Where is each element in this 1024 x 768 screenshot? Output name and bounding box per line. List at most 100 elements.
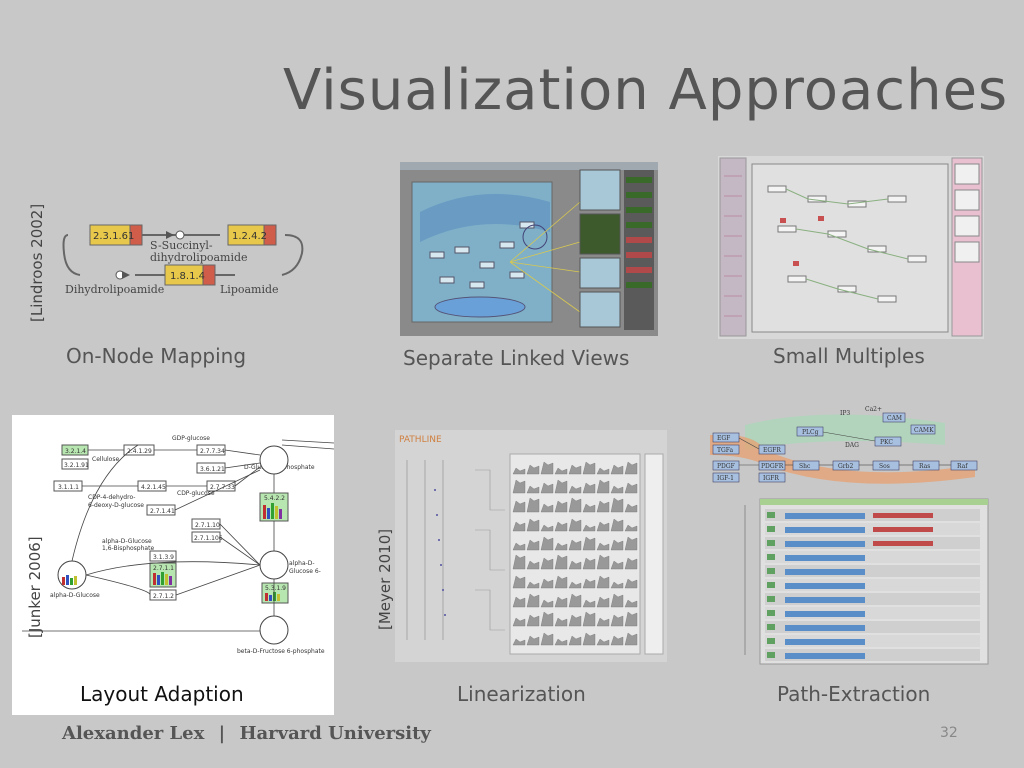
curve-cell [554,542,568,551]
small-multiples-figure [718,156,984,339]
curve-cell [540,503,554,513]
row-signal [785,597,865,603]
curve-cell [624,524,638,532]
node-label: Sos [879,463,890,470]
row-signal [785,527,865,533]
curve-cell [526,518,540,532]
curve-cell [624,578,638,589]
expression-bars-1 [263,503,282,519]
cycle-junction-top [175,230,185,240]
curve-cell [526,485,540,494]
footer-credit: Alexander Lex | Harvard University [62,723,431,744]
curve-cell [554,521,568,532]
curve-cell [526,581,540,589]
expression-bars-2 [153,572,172,585]
row-marker [767,610,775,616]
curve-cell [540,632,554,646]
curve-cell [624,503,638,513]
caption-on-node-mapping: On-Node Mapping [66,344,247,368]
curve-cell [568,485,582,494]
curve-cell [568,581,582,589]
curve-cell [526,614,540,627]
row-signal [785,541,865,547]
cycle-edge-right [281,234,304,276]
node-label: Ras [919,463,930,470]
enzyme-label: 2.7.1.2 [153,593,174,600]
link-lines [509,201,581,313]
metabolite-label: alpha-D-Glucose [50,592,100,599]
metabolite-label: beta-D-Fructose 6-phosphate [237,648,325,655]
curve-cell [512,467,526,475]
metabolite-circle [259,445,289,475]
curve-cell [582,632,596,646]
metabolite-label: S-Succinyl- [150,239,213,252]
node-label: PDGFR [761,463,784,470]
row-signal [785,583,865,589]
curve-cell [554,617,568,627]
enzyme-node-2-3-1-61: 2.3.1.61 [89,224,143,246]
curve-cell [582,461,596,475]
membrane-band [420,194,550,242]
metabolite-label: Dihydrolipoamide [65,283,164,296]
slide-title: Visualization Approaches [283,58,1009,123]
on-node-mapping-figure: 2.3.1.61 1.2.4.2 1.8.1.4 S-Succinyl- dih… [60,213,310,303]
page-number: 32 [940,725,958,741]
metabolite-label: alpha-D-Glucose [102,538,152,545]
linearized-pathway [406,460,444,640]
node-label: Ca2+ [865,406,882,413]
enzyme-box [149,550,177,562]
node-label: IP3 [840,410,850,417]
curve-cell [596,500,610,513]
citation-lindroos: [Lindroos 2002] [28,203,46,322]
layout-adaption-diagram: 3.2.1.4 3.2.1.91 2.4.1.29 2.7.7.34 3.6.1… [22,435,334,655]
path-extraction-figure: EGF TGFa PDGF IGF-1 EGFR PDGFR IGFR PLCg… [705,405,989,667]
node-label: EGF [717,435,730,442]
enzyme-node-1-2-4-2: 1.2.4.2 [227,224,277,246]
right-column [644,453,664,655]
curve-cell [540,557,554,570]
heatmap-cells [626,177,652,288]
author-name: Alexander Lex [62,723,205,744]
metabolite-label: dihydrolipoamide [150,251,248,264]
curve-cell [624,599,638,608]
curve-cell [540,599,554,608]
enzyme-label: 2.4.1.29 [127,448,152,455]
enzyme-label: 2.7.1.106 [194,535,223,542]
multiples-bars [724,175,742,317]
node-label: Shc [799,463,811,470]
metabolite-label: CDP-glucose [177,490,215,497]
curve-cell [568,614,582,627]
curve-cell [554,596,568,608]
enzyme-label: 3.2.1.4 [65,448,86,455]
enzyme-label: 3.2.1.91 [64,462,89,469]
metabolite-label: 1,6-Bisphosphate [102,545,154,552]
row-marker [767,540,775,546]
row-signal [785,569,865,575]
curve-cell [610,518,624,532]
caption-path-extraction: Path-Extraction [777,682,931,706]
curve-cell [554,500,568,513]
node-label: DAG [845,442,859,449]
curve-cell [512,542,526,551]
row-signal [785,611,865,617]
node-label: CAM [887,415,902,422]
metabolite-label: alpha-D- [289,560,315,567]
curve-cell [568,560,582,570]
curve-cell [624,632,638,646]
curve-cell [554,638,568,646]
node-label: Grb2 [838,463,854,470]
pathline-screenshot: PATHLINE [399,435,664,655]
curve-cell [540,578,554,589]
metabolite-label: Cellulose [92,456,119,463]
curve-cell [512,554,526,570]
curve-cell [582,536,596,551]
curve-cell [610,560,624,570]
enzyme-label: 1.2.4.2 [232,231,267,242]
caption-separate-linked-views: Separate Linked Views [403,346,630,370]
curve-cell [568,518,582,532]
metabolite-circle [259,550,289,580]
curve-cell [610,614,624,627]
curve-cell [596,596,610,608]
curve-cell [582,611,596,627]
node-label: PLCg [802,429,819,436]
